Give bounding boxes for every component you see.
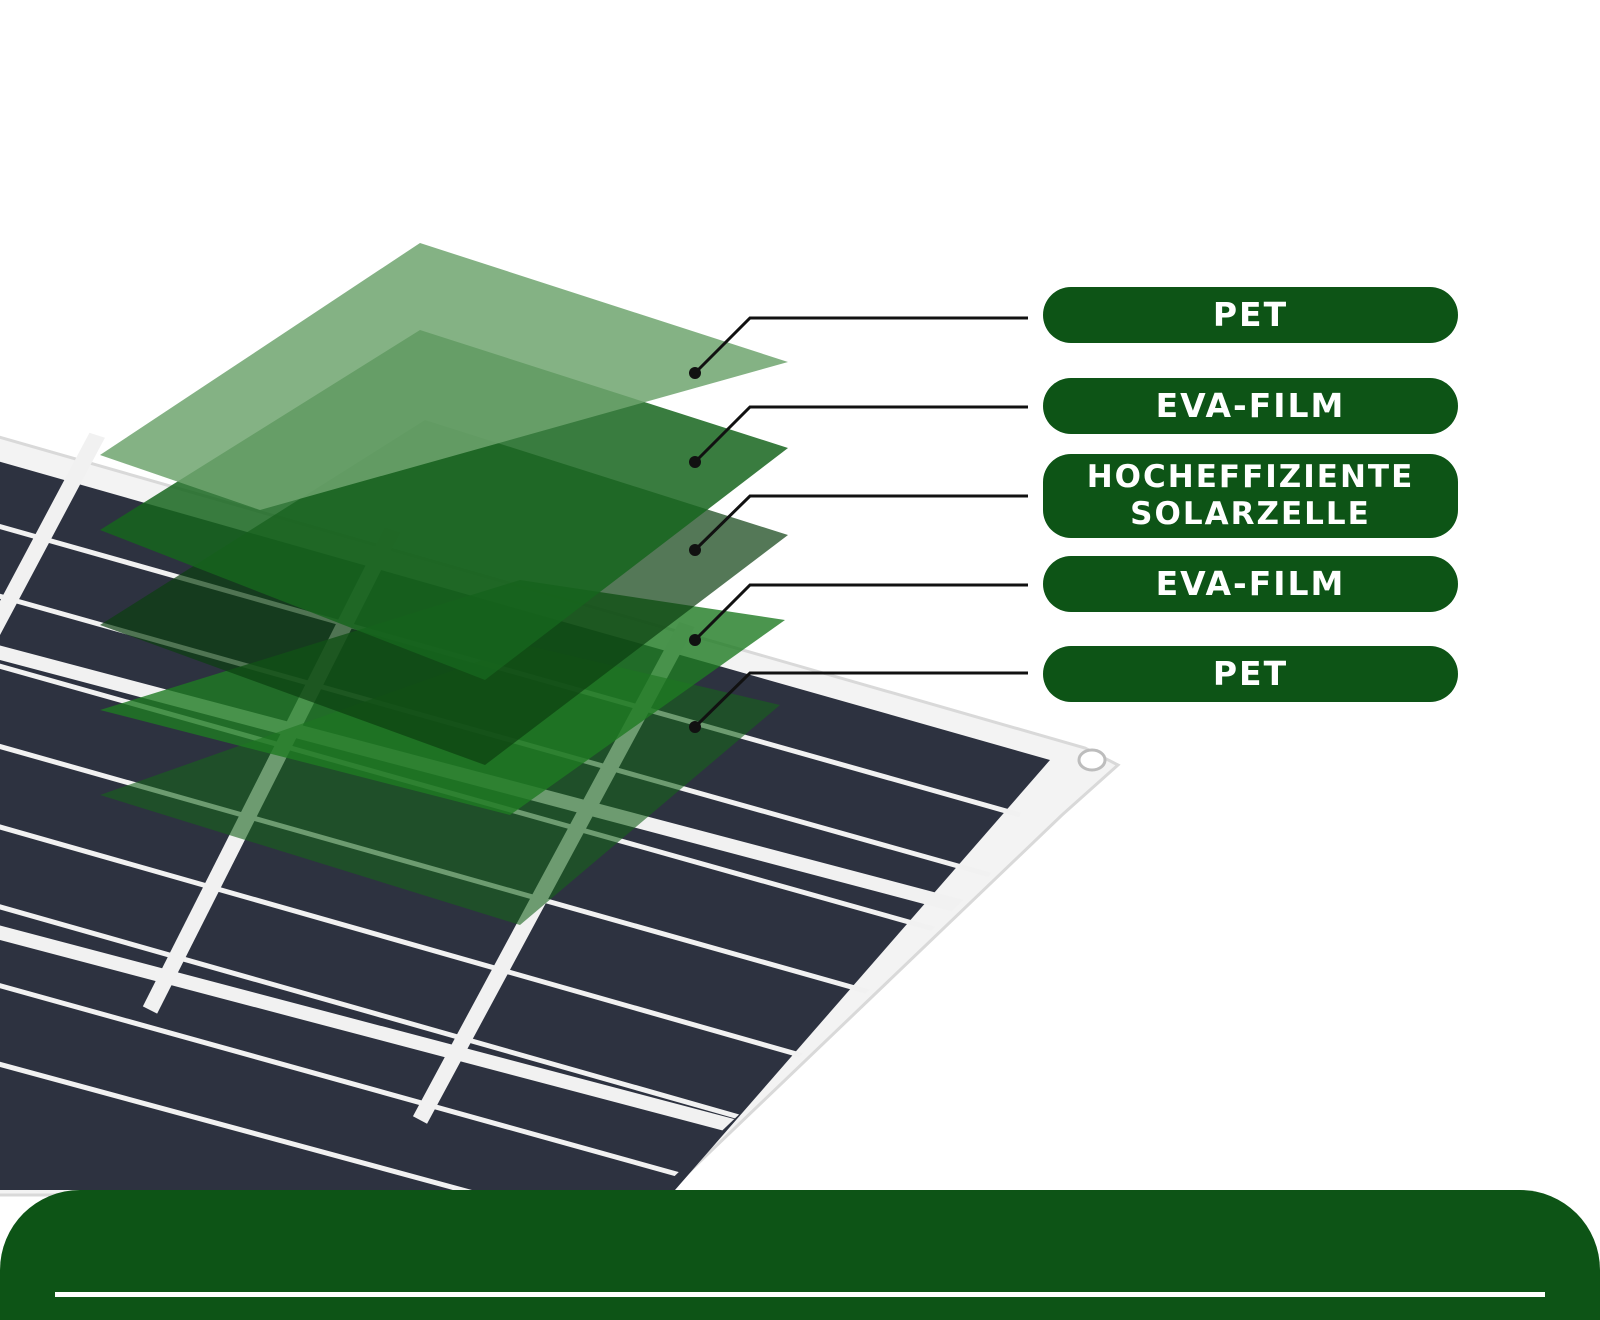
leader-dot-solar-cell [689,544,701,556]
leader-dot-eva-film-top [689,456,701,468]
leader-line-eva-film-top [693,405,1028,464]
panel-mounting-hole [1077,748,1107,772]
leader-line-solar-cell [693,494,1028,552]
layer-label-eva-film-top: EVA-FILM [1043,378,1458,434]
leader-dot-eva-film-bottom [689,634,701,646]
layer-label-eva-film-bottom: EVA-FILM [1043,556,1458,612]
layer-label-pet-top: PET [1043,287,1458,343]
layer-sheet-pet-top [100,243,788,510]
layer-label-solar-cell: HOCHEFFIZIENTE SOLARZELLE [1043,454,1458,538]
leader-line-eva-film-bottom [693,583,1028,642]
layer-sheets [100,243,788,925]
leader-dot-pet-bottom [689,721,701,733]
leader-dot-pet-top [689,367,701,379]
footer-divider-line [55,1292,1545,1297]
leader-line-pet-top [693,316,1028,375]
footer-banner [0,1190,1600,1320]
leader-lines [693,316,1028,729]
leader-dots [689,367,701,733]
layer-label-pet-bottom: PET [1043,646,1458,702]
leader-line-pet-bottom [693,671,1028,729]
layer-sheet-eva-film-top [100,330,788,680]
